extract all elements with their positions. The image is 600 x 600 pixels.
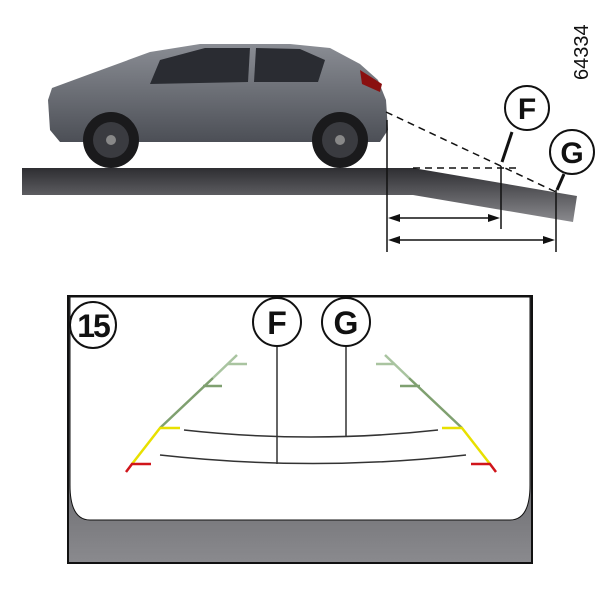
rear-wheel [312,112,368,168]
ground-slab [22,168,577,222]
side-label-f: F [504,85,550,131]
dimension-lines [385,111,566,252]
screen-label-f: F [252,297,302,347]
svg-text:15: 15 [77,308,110,344]
distance-arc-near [159,454,467,465]
svg-text:F: F [267,305,287,341]
svg-text:F: F [518,93,536,126]
parking-guides [125,346,497,473]
car-side-view [48,44,388,168]
svg-text:G: G [334,305,359,341]
dimension-arrows [388,214,555,244]
left-guide [125,354,247,473]
camera-screen [67,295,533,564]
distance-arc-far [183,429,439,438]
front-wheel [83,112,139,168]
right-guide [376,354,497,473]
figure-number: 15 [69,301,117,349]
screen-label-g: G [321,297,371,347]
side-label-g: G [549,129,595,175]
reference-number: 64334 [571,24,593,80]
svg-text:G: G [560,137,583,170]
